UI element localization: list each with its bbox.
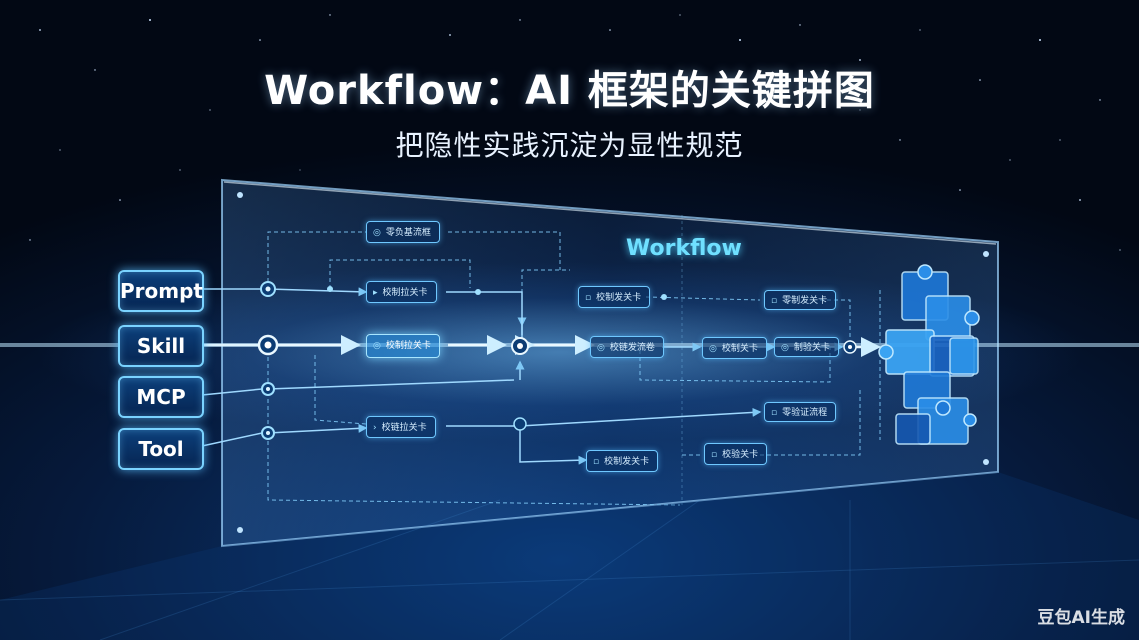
skill-label: Skill [136,334,186,358]
page-title: Workflow：AI 框架的关键拼图 [264,68,875,114]
workflow-node[interactable]: ◎零负基流框 [366,221,440,243]
node-square-icon: ▫ [585,293,592,303]
node-gear-icon: ◎ [373,341,381,351]
workflow-node[interactable]: ▫校制发关卡 [578,286,651,308]
prompt-chip[interactable]: Prompt [118,270,204,312]
workflow-node[interactable]: ▸校制拉关卡 [366,281,437,303]
skill-chip[interactable]: Skill [118,325,204,367]
node-square-icon: ▫ [771,408,778,418]
workflow-node[interactable]: ›校链拉关卡 [366,416,436,438]
node-gear-icon: ◎ [597,343,605,353]
page-subtitle: 把隐性实践沉淀为显性规范 [395,129,744,162]
tool-chip[interactable]: Tool [118,428,204,470]
node-gear-icon: ◎ [781,343,789,353]
mcp-chip[interactable]: MCP [118,376,204,418]
workflow-node[interactable]: ▫零制发关卡 [764,290,837,310]
node-play-icon: ▸ [373,288,378,298]
mcp-label: MCP [136,385,186,409]
node-dot-icon [257,281,857,440]
workflow-node[interactable]: ◎校制拉关卡 [366,334,440,358]
watermark: 豆包AI生成 [1037,608,1125,628]
workflow-node[interactable]: ◎校制关卡 [702,337,767,359]
workflow-node[interactable]: ▫校验关卡 [704,443,768,465]
workflow-label: Workflow [626,236,742,261]
node-chevron-icon: › [373,423,377,433]
workflow-node[interactable]: ▫零验证流程 [764,402,837,422]
node-square-icon: ▫ [771,296,778,306]
node-square-icon: ▫ [593,457,600,467]
workflow-node[interactable]: ◎校链发流卷 [590,336,664,358]
node-square-icon: ▫ [711,450,718,460]
workflow-node[interactable]: ▫校制发关卡 [586,450,659,472]
tool-label: Tool [138,437,184,461]
node-gear-icon: ◎ [373,228,381,238]
prompt-label: Prompt [120,279,203,303]
workflow-node[interactable]: ◎制验关卡 [774,337,839,357]
puzzle-blocks-icon [878,264,980,445]
node-gear-icon: ◎ [709,344,717,354]
